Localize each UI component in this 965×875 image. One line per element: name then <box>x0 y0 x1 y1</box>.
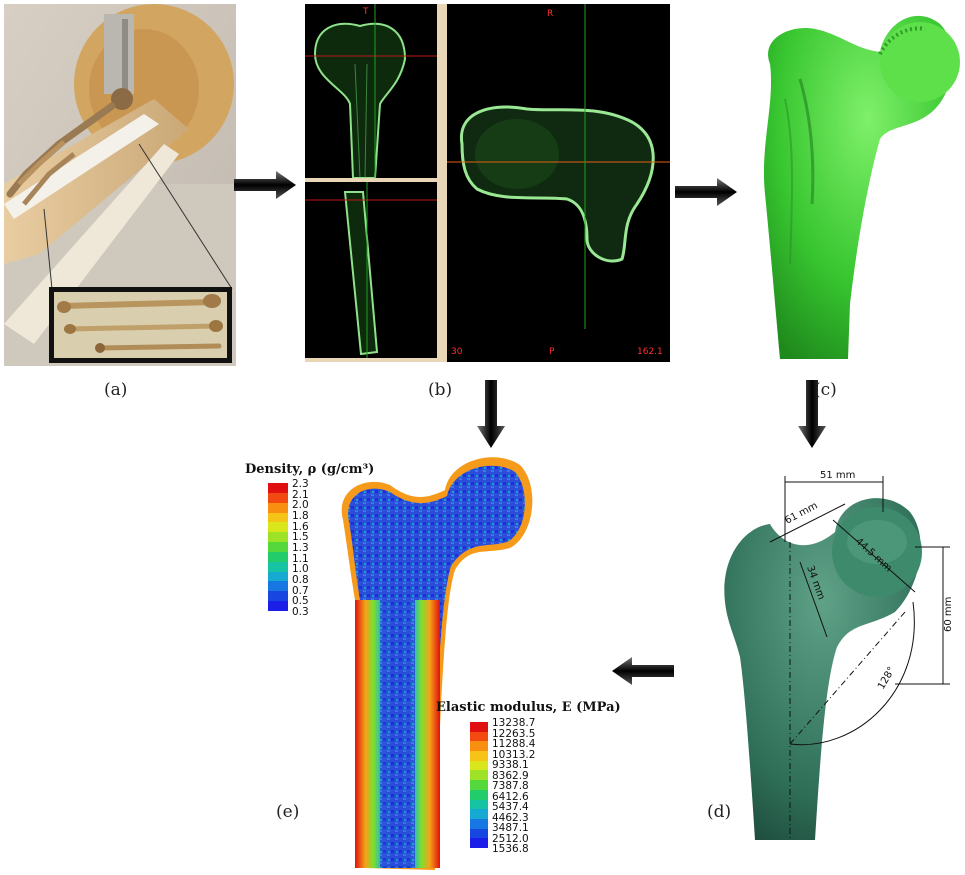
panel-label-a: (a) <box>104 380 127 400</box>
ct-marker-bottom-right: 162.1 <box>637 347 663 357</box>
legend-color-swatch <box>470 761 488 771</box>
ct-scanner-photo <box>4 4 236 366</box>
femur-3d-model <box>740 4 960 362</box>
ct-marker-bottom-mid: P <box>549 347 555 357</box>
legend-color-swatch <box>470 751 488 761</box>
legend-color-swatch <box>268 513 288 523</box>
ct-marker-bottom-left: 30 <box>451 347 463 357</box>
dimension-label-1: 51 mm <box>820 470 855 481</box>
ct-axial-view: R 30 P 162.1 <box>447 4 670 362</box>
legend-color-swatch <box>268 522 288 532</box>
dimension-angle-label: 128° <box>876 665 898 691</box>
legend-color-swatch <box>268 562 288 572</box>
legend-color-swatch <box>470 780 488 790</box>
legend-color-swatch <box>470 741 488 751</box>
modulus-legend-title: Elastic modulus, E (MPa) <box>436 700 621 715</box>
arrow-right-icon <box>675 178 737 206</box>
legend-color-swatch <box>268 503 288 513</box>
legend-color-swatch <box>470 722 488 732</box>
ct-marker-top-right: R <box>547 9 553 19</box>
ct-sagittal-view: T <box>305 4 437 178</box>
legend-color-swatch <box>268 581 288 591</box>
ct-coronal-view <box>305 182 437 358</box>
ct-slices-panel: T R 30 P 162.1 <box>305 4 670 362</box>
legend-color-swatch <box>470 790 488 800</box>
legend-color-swatch <box>470 809 488 819</box>
legend-color-swatch <box>268 572 288 582</box>
arrow-down-icon <box>798 380 826 448</box>
modulus-color-bar <box>470 722 488 852</box>
arrow-right-icon <box>234 171 296 199</box>
legend-color-swatch <box>268 532 288 542</box>
panel-label-b: (b) <box>428 380 452 400</box>
dimension-label-2: 61 mm <box>783 500 819 526</box>
legend-color-swatch <box>470 829 488 839</box>
legend-color-swatch <box>470 770 488 780</box>
legend-color-swatch <box>470 838 488 848</box>
legend-color-swatch <box>268 601 288 611</box>
legend-color-swatch <box>268 542 288 552</box>
legend-color-swatch <box>268 591 288 601</box>
legend-color-swatch <box>268 493 288 503</box>
legend-color-swatch <box>268 552 288 562</box>
panel-label-d: (d) <box>707 802 731 822</box>
legend-color-swatch <box>268 483 288 493</box>
legend-color-swatch <box>470 732 488 742</box>
legend-color-swatch <box>470 819 488 829</box>
panel-label-e: (e) <box>276 802 299 822</box>
ct-marker-top-left: T <box>362 7 369 17</box>
femur-dimension-model: 51 mm 61 mm 44.5 mm 34 mm 60 mm 128° <box>715 462 960 842</box>
density-color-bar <box>268 483 288 615</box>
arrow-left-icon <box>612 657 674 685</box>
density-legend-title: Density, ρ (g/cm³) <box>245 462 374 477</box>
legend-tick-label: 1536.8 <box>492 844 529 855</box>
arrow-down-icon <box>477 380 505 448</box>
legend-tick-label: 0.3 <box>292 607 309 618</box>
dimension-label-5: 60 mm <box>943 597 954 632</box>
legend-color-swatch <box>470 800 488 810</box>
